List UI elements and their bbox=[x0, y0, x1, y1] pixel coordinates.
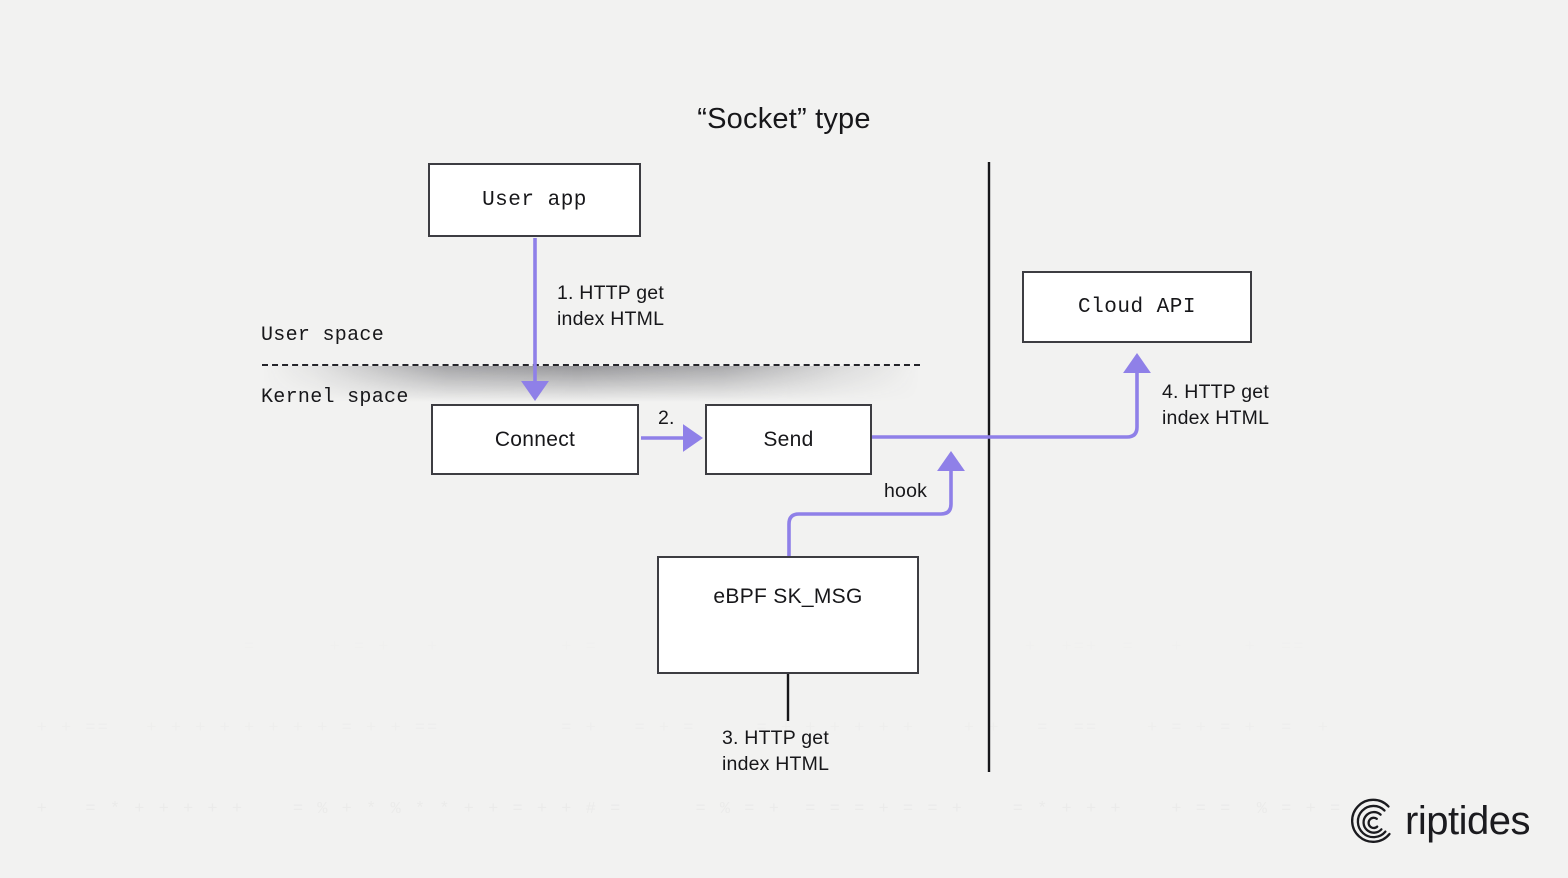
node-ebpf-sk-msg[interactable]: eBPF SK_MSG bbox=[657, 556, 919, 674]
texture-row: + = * + + + + + = % + * % * * + + = + + … bbox=[0, 800, 1379, 819]
node-send[interactable]: Send bbox=[705, 404, 872, 475]
annotation-hook: hook bbox=[884, 480, 928, 502]
node-connect[interactable]: Connect bbox=[431, 404, 639, 475]
node-user-app[interactable]: User app bbox=[428, 163, 641, 237]
riptides-logo: riptides bbox=[1348, 798, 1530, 844]
kernel-space-label: Kernel space bbox=[261, 386, 409, 409]
diagram-title: “Socket” type bbox=[697, 103, 871, 135]
riptides-spiral-icon bbox=[1351, 798, 1391, 843]
riptides-wordmark: riptides bbox=[1405, 798, 1530, 843]
annotation-step-1: 1. HTTP get index HTML bbox=[557, 282, 665, 330]
node-cloud-api[interactable]: Cloud API bbox=[1022, 271, 1252, 343]
user-space-label: User space bbox=[261, 324, 385, 347]
annotation-step-3: 3. HTTP get index HTML bbox=[722, 727, 830, 775]
annotation-step-4: 4. HTTP get index HTML bbox=[1162, 381, 1270, 429]
path-send-to-cloudapi bbox=[872, 352, 1152, 439]
annotation-step-2: 2. bbox=[658, 407, 675, 429]
user-kernel-divider bbox=[262, 364, 920, 366]
